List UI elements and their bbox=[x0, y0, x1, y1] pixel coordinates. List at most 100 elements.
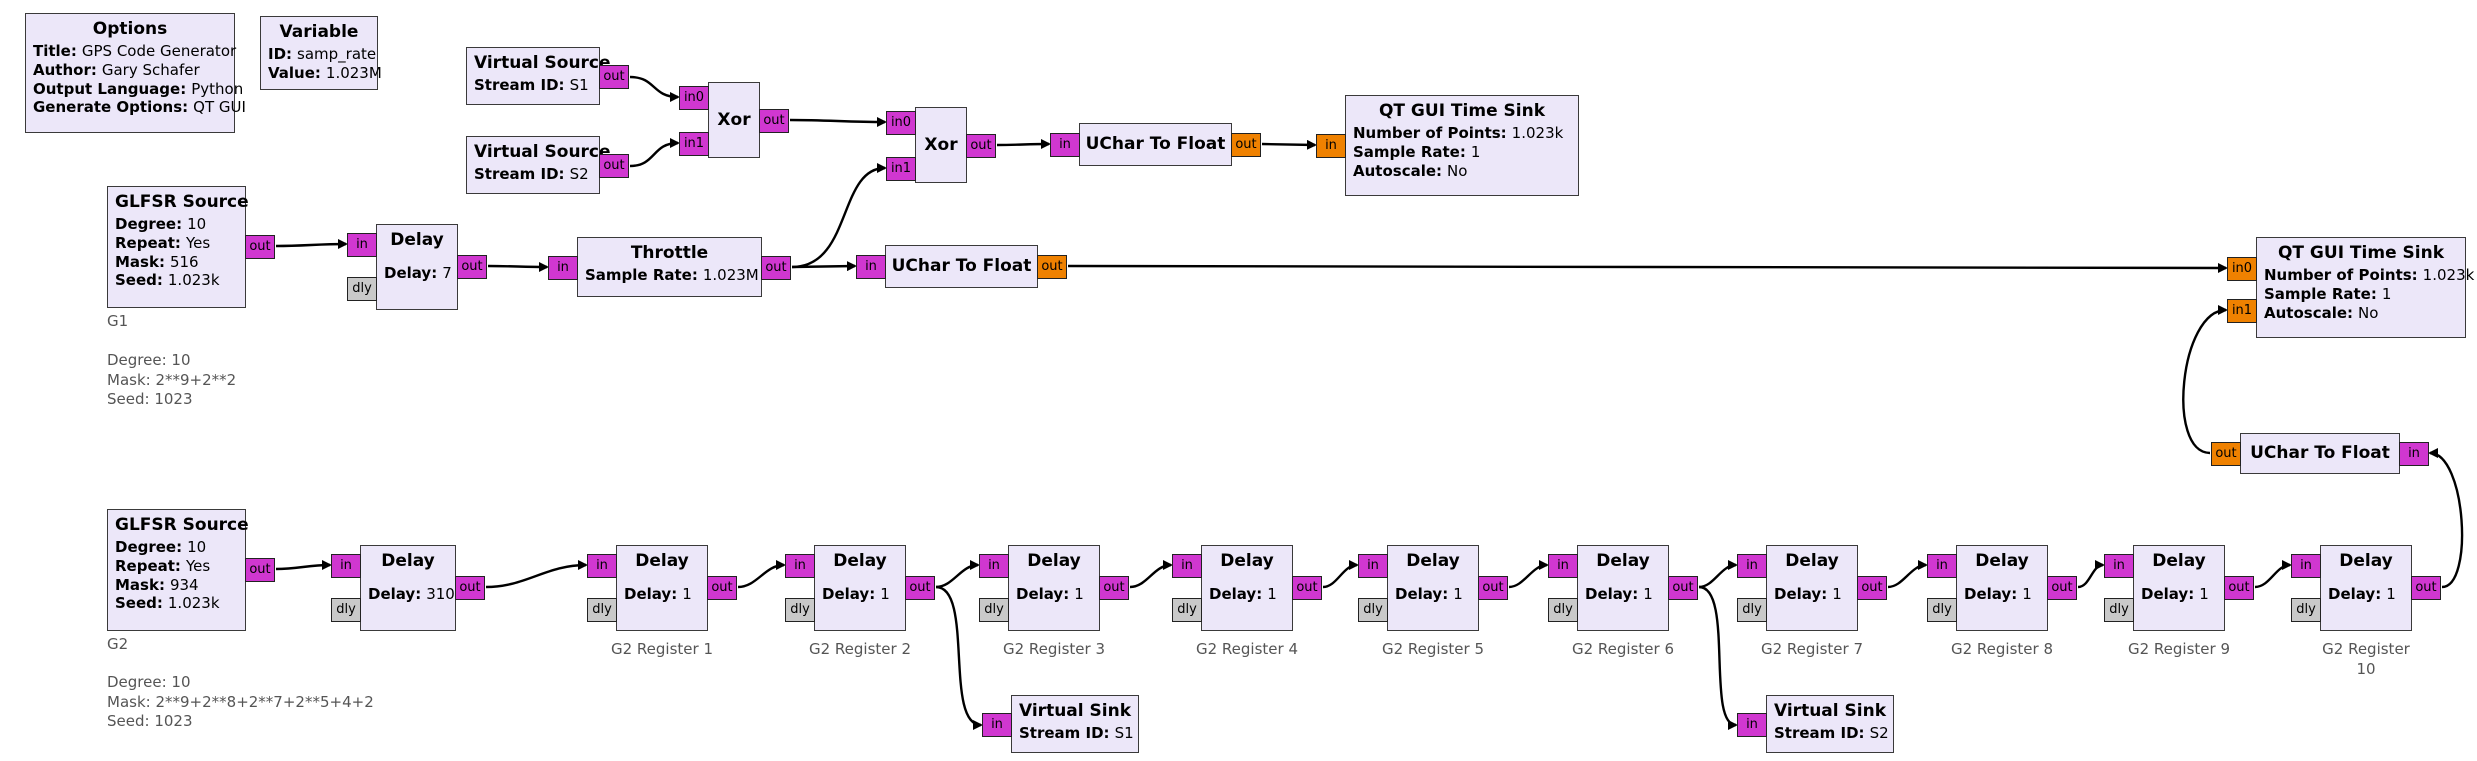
port-in-byte[interactable]: in bbox=[1358, 554, 1388, 578]
port-in0-byte[interactable]: in0 bbox=[886, 111, 916, 135]
port-in-float[interactable]: in bbox=[1316, 134, 1346, 158]
port-in-byte[interactable]: in bbox=[1548, 554, 1578, 578]
port-dly-message[interactable]: dly bbox=[1548, 598, 1578, 622]
port-dly-message[interactable]: dly bbox=[1737, 598, 1767, 622]
port-out-byte[interactable]: out bbox=[455, 576, 485, 600]
port-out-byte[interactable]: out bbox=[966, 134, 996, 158]
port-out-byte[interactable]: out bbox=[599, 65, 629, 89]
port-in-byte[interactable]: in bbox=[347, 233, 377, 257]
port-out-byte[interactable]: out bbox=[2047, 576, 2077, 600]
port-out-byte[interactable]: out bbox=[245, 235, 275, 259]
param-key: Sample Rate: bbox=[2264, 284, 2377, 303]
port-in1-float[interactable]: in1 bbox=[2227, 299, 2257, 323]
port-out-byte[interactable]: out bbox=[905, 576, 935, 600]
block-title: Variable bbox=[279, 22, 359, 42]
port-out-float[interactable]: out bbox=[1037, 255, 1067, 279]
param-author: Author:Gary Schafer bbox=[33, 61, 227, 80]
port-in-byte[interactable]: in bbox=[1050, 133, 1080, 157]
port-out-byte[interactable]: out bbox=[1292, 576, 1322, 600]
port-out-byte[interactable]: out bbox=[2224, 576, 2254, 600]
port-in-byte[interactable]: in bbox=[979, 554, 1009, 578]
port-in-byte[interactable]: in bbox=[1927, 554, 1957, 578]
port-out-byte[interactable]: out bbox=[759, 109, 789, 133]
port-dly-message[interactable]: dly bbox=[1358, 598, 1388, 622]
param-key: Degree: bbox=[115, 538, 183, 557]
port-in1-byte[interactable]: in1 bbox=[679, 132, 709, 156]
port-in-byte[interactable]: in bbox=[1737, 713, 1767, 737]
port-dly-message[interactable]: dly bbox=[2291, 598, 2321, 622]
port-in-byte[interactable]: in bbox=[982, 713, 1012, 737]
port-in-byte[interactable]: in bbox=[548, 256, 578, 280]
port-dly-message[interactable]: dly bbox=[331, 598, 361, 622]
port-in-byte[interactable]: in bbox=[1172, 554, 1202, 578]
param-value: 1 bbox=[2199, 585, 2209, 604]
port-in0-byte[interactable]: in0 bbox=[679, 86, 709, 110]
port-in-byte[interactable]: in bbox=[2104, 554, 2134, 578]
port-in-byte[interactable]: in bbox=[856, 255, 886, 279]
port-in-byte[interactable]: in bbox=[1737, 554, 1767, 578]
port-dly-message[interactable]: dly bbox=[979, 598, 1009, 622]
param-value: 1.023M bbox=[325, 63, 382, 82]
port-dly-message[interactable]: dly bbox=[2104, 598, 2134, 622]
port-in-byte[interactable]: in bbox=[331, 554, 361, 578]
port-dly-message[interactable]: dly bbox=[587, 598, 617, 622]
param-sample-rate: Sample Rate:1 bbox=[2264, 285, 2458, 304]
port-out-byte[interactable]: out bbox=[761, 256, 791, 280]
port-out-byte[interactable]: out bbox=[707, 576, 737, 600]
wire-ucf2-to-timesink2-in0 bbox=[1067, 262, 2229, 274]
port-out-byte[interactable]: out bbox=[1478, 576, 1508, 600]
port-dly-message[interactable]: dly bbox=[1927, 598, 1957, 622]
port-out-float[interactable]: out bbox=[2211, 442, 2241, 466]
port-out-byte[interactable]: out bbox=[1668, 576, 1698, 600]
param-value: 1 bbox=[682, 585, 692, 604]
port-out-byte[interactable]: out bbox=[2411, 576, 2441, 600]
port-out-byte[interactable]: out bbox=[1857, 576, 1887, 600]
param-seed: Seed:1.023k bbox=[115, 271, 238, 290]
block-title: Virtual Sink bbox=[1019, 701, 1131, 721]
port-out-byte[interactable]: out bbox=[245, 558, 275, 582]
port-out-byte[interactable]: out bbox=[599, 154, 629, 178]
port-in1-byte[interactable]: in1 bbox=[886, 157, 916, 181]
port-in-byte[interactable]: in bbox=[587, 554, 617, 578]
port-out-byte[interactable]: out bbox=[457, 255, 487, 279]
port-in-byte[interactable]: in bbox=[2399, 442, 2429, 466]
port-out-byte[interactable]: out bbox=[1099, 576, 1129, 600]
port-in-byte[interactable]: in bbox=[785, 554, 815, 578]
port-dly-message[interactable]: dly bbox=[785, 598, 815, 622]
port-dly-message[interactable]: dly bbox=[347, 277, 377, 301]
port-out-float[interactable]: out bbox=[1231, 133, 1261, 157]
port-dly-message[interactable]: dly bbox=[1172, 598, 1202, 622]
port-in-byte[interactable]: in bbox=[2291, 554, 2321, 578]
param-generate-options: Generate Options:QT GUI bbox=[33, 98, 246, 117]
port-in0-float[interactable]: in0 bbox=[2227, 257, 2257, 281]
